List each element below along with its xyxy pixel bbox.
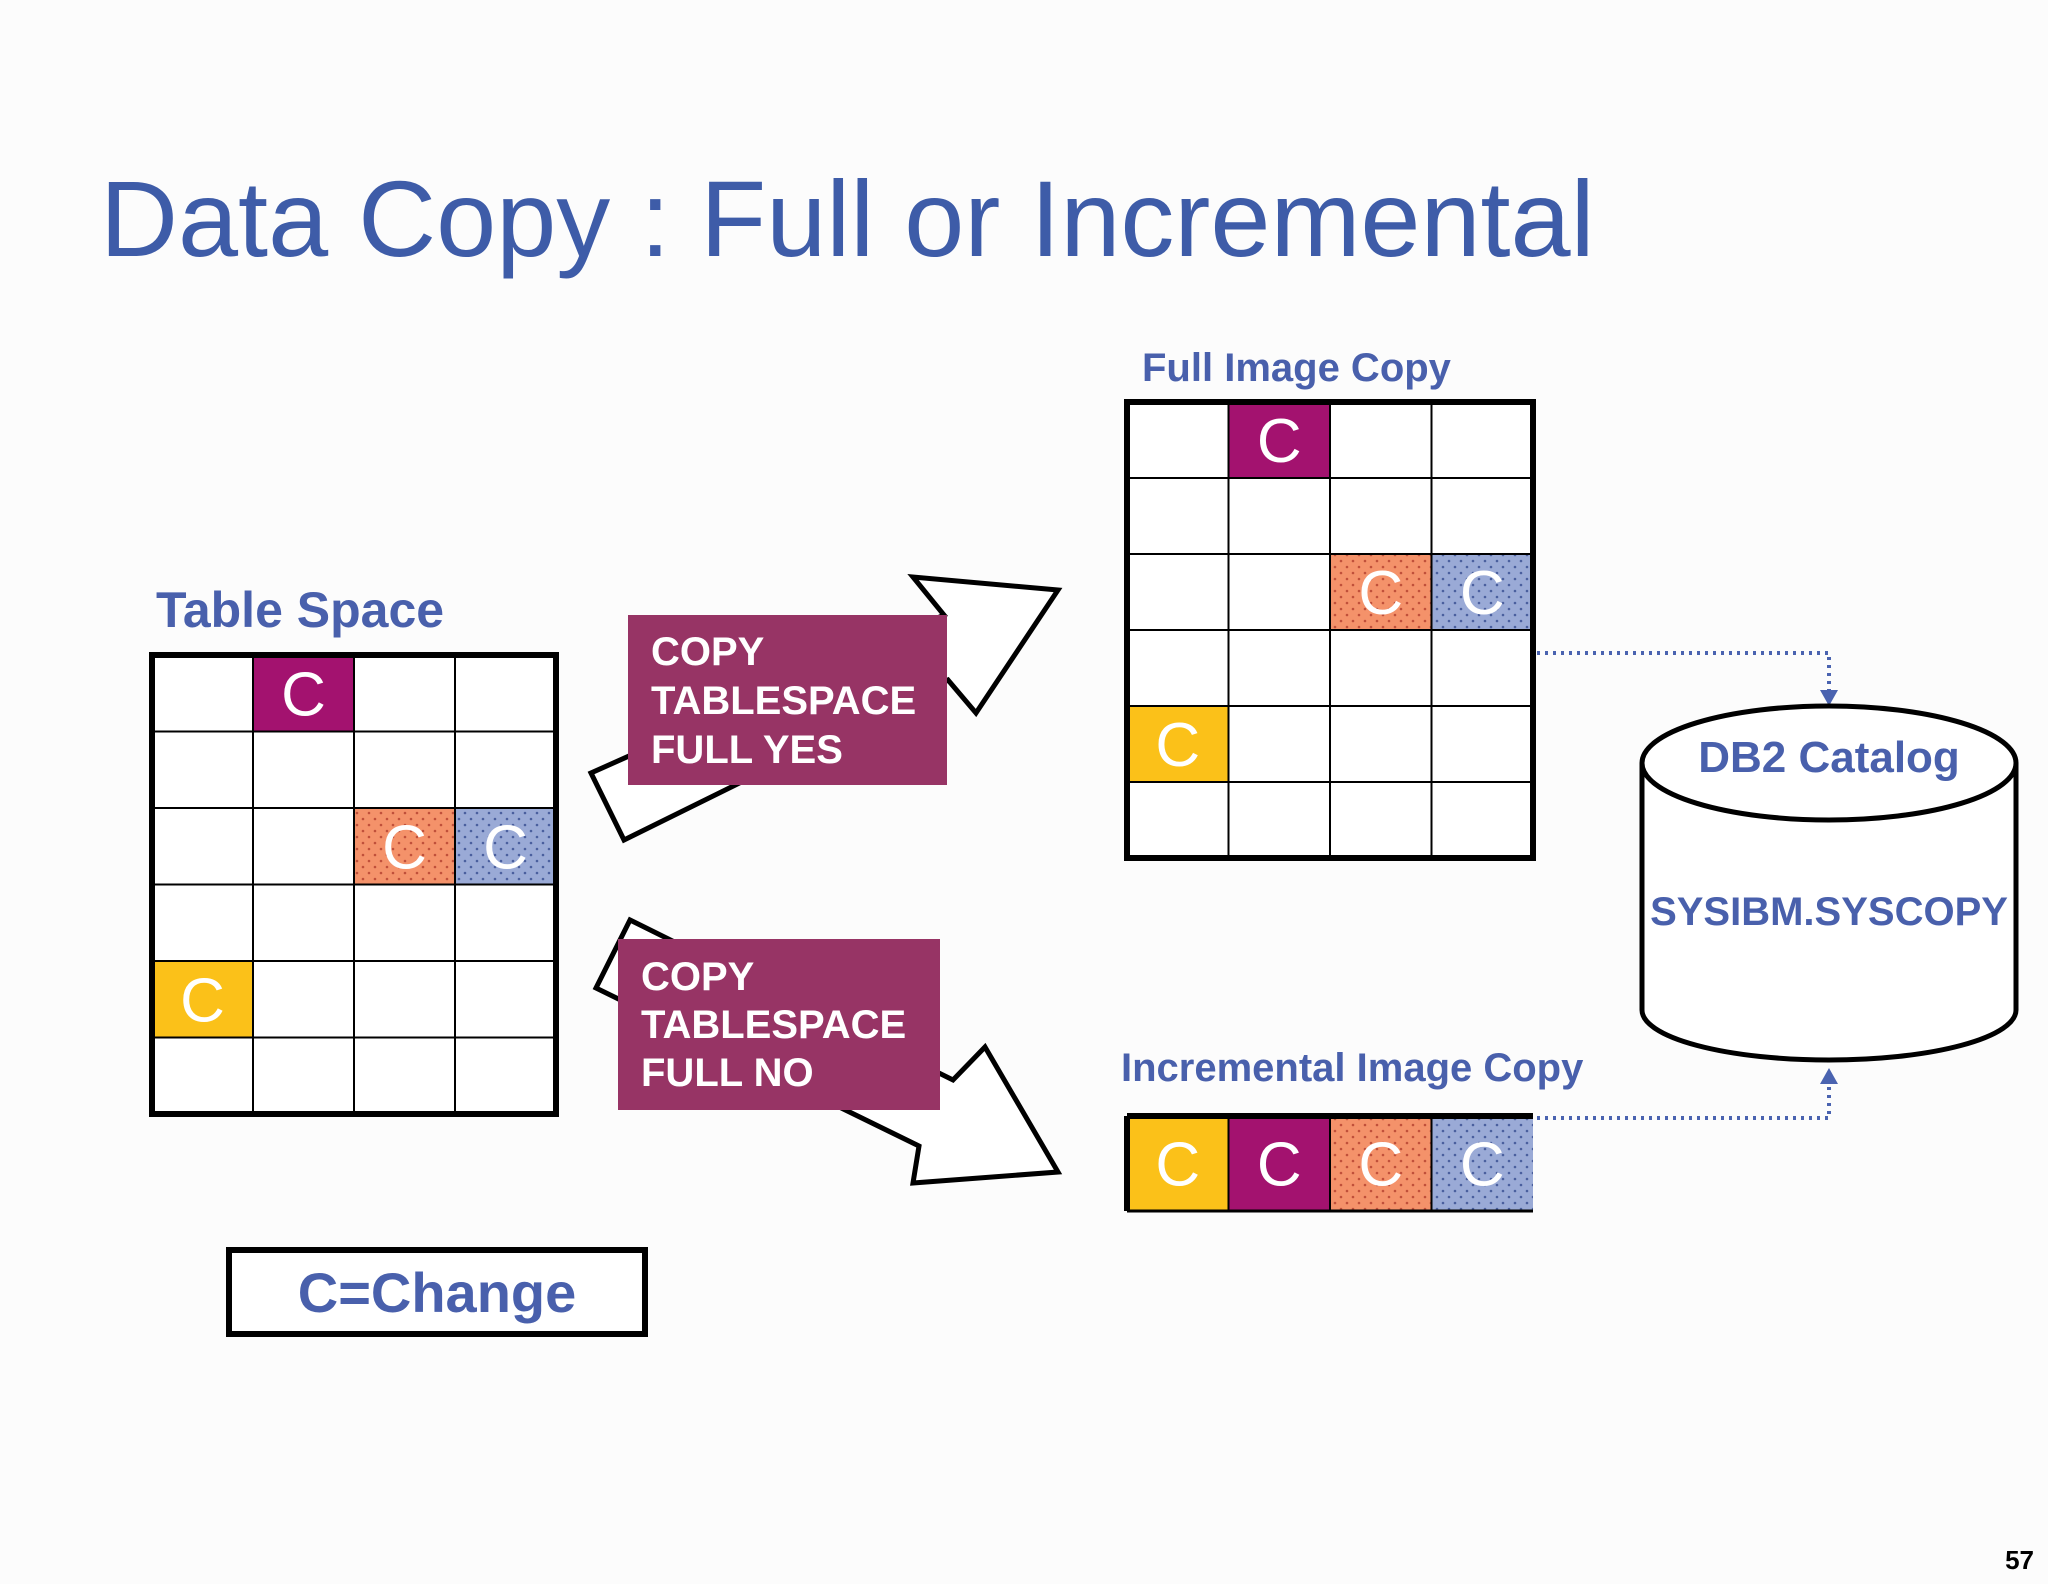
change-marker: C <box>1155 1131 1200 1200</box>
command-line-2: TABLESPACE <box>651 679 916 723</box>
change-marker: C <box>1257 407 1302 476</box>
changed-cell-magenta <box>253 655 354 732</box>
change-marker: C <box>1155 711 1200 780</box>
changed-cell-lavender <box>1431 554 1533 630</box>
changed-cell-magenta <box>1228 402 1330 478</box>
change-marker: C <box>281 660 326 729</box>
command-line-3: FULL YES <box>651 728 843 772</box>
change-marker: C <box>1257 1131 1302 1200</box>
command-line-2: TABLESPACE <box>641 1003 906 1047</box>
change-marker: C <box>1460 559 1505 628</box>
copy-full-yes-box: COPY TABLESPACE FULL YES <box>628 615 947 785</box>
changed-cell-salmon <box>354 808 455 885</box>
full-image-copy-label: Full Image Copy <box>1142 346 1452 390</box>
legend-text: C=Change <box>298 1261 577 1324</box>
command-line-1: COPY <box>641 955 755 999</box>
change-marker: C <box>382 813 427 882</box>
change-marker: C <box>1358 1131 1403 1200</box>
incremental-cell-salmon <box>1330 1116 1432 1211</box>
incremental-cell-yellow <box>1127 1116 1229 1211</box>
change-marker: C <box>1460 1131 1505 1200</box>
catalog-connector-full <box>1537 651 1838 706</box>
page-title: Data Copy : Full or Incremental <box>100 158 1595 279</box>
incremental-image-copy-label: Incremental Image Copy <box>1121 1046 1584 1090</box>
changed-cell-yellow <box>1127 706 1229 782</box>
db2-catalog-cylinder: DB2 Catalog SYSIBM.SYSCOPY <box>1639 703 2019 1063</box>
copy-full-no-box: COPY TABLESPACE FULL NO <box>618 939 940 1110</box>
change-marker: C <box>483 813 528 882</box>
catalog-connector-incremental <box>1537 1068 1838 1120</box>
table-space-label: Table Space <box>156 582 444 638</box>
command-line-1: COPY <box>651 630 765 674</box>
changed-cell-yellow <box>152 961 253 1038</box>
command-line-3: FULL NO <box>641 1051 814 1095</box>
change-marker: C <box>180 966 225 1035</box>
incremental-cell-lavender <box>1431 1116 1533 1211</box>
change-marker: C <box>1358 559 1403 628</box>
changed-cell-salmon <box>1330 554 1432 630</box>
incremental-cell-magenta <box>1228 1116 1330 1211</box>
catalog-title: DB2 Catalog <box>1698 733 1960 782</box>
page-number: 57 <box>2005 1545 2034 1575</box>
legend-box: C=Change <box>226 1247 648 1337</box>
catalog-table-name: SYSIBM.SYSCOPY <box>1650 890 2008 934</box>
changed-cell-lavender <box>455 808 556 885</box>
